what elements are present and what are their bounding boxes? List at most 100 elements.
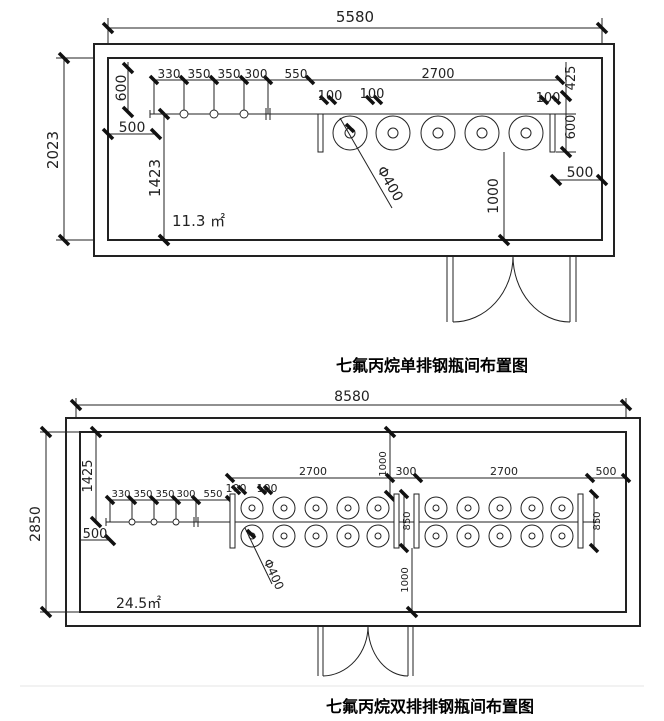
dim-tick — [588, 488, 600, 500]
dim-tick — [262, 484, 274, 496]
door-swing-right — [367, 625, 409, 677]
dim-tick — [549, 173, 563, 187]
dim-100-label: 100 — [226, 482, 247, 495]
dim-1423-label: 1423 — [146, 159, 164, 197]
door-swing-right — [512, 255, 571, 323]
cylinder-valve — [476, 127, 488, 139]
dim-tick — [554, 74, 566, 86]
cylinder-valve — [344, 532, 352, 540]
dim-tick — [497, 233, 511, 247]
dim-tick — [89, 515, 103, 529]
double-door — [446, 255, 577, 323]
dim-100-label: 100 — [257, 482, 278, 495]
dim-tick — [262, 74, 274, 86]
dim-tick — [619, 398, 633, 412]
dim-850-label: 850 — [402, 511, 413, 530]
cylinder-group-right — [424, 496, 574, 548]
dim-tick — [383, 425, 397, 439]
dim-tick — [148, 74, 160, 86]
dim-1000-top-label: 1000 — [378, 451, 389, 476]
cylinder-valve — [464, 532, 472, 540]
cylinder-rack — [413, 493, 420, 549]
pipe-dim-label: 350 — [218, 67, 241, 81]
dim-600-label: 600 — [114, 75, 130, 102]
cylinder-rack — [577, 493, 584, 549]
diameter-leader — [339, 117, 393, 209]
dim-tick — [224, 472, 236, 484]
dim-tick — [256, 484, 268, 496]
cylinder-valve — [432, 127, 444, 139]
cylinder-valve — [558, 532, 566, 540]
dim-tick — [364, 94, 376, 106]
dim-tick — [412, 472, 424, 484]
dim-1425-label: 1425 — [81, 459, 96, 492]
caption-double-row: 七氟丙烷双排排钢瓶间布置图 — [326, 697, 534, 716]
cylinder-rack-left — [317, 113, 324, 153]
caption-single-row: 七氟丙烷单排钢瓶间布置图 — [336, 356, 528, 375]
dim-tick — [405, 605, 419, 619]
dim-tick — [121, 105, 135, 119]
pipe-dim-label: 330 — [111, 489, 130, 500]
pipe-dim-label: 350 — [133, 489, 152, 500]
area-label: 24.5㎡ — [116, 596, 161, 612]
room-inner-wall — [107, 57, 603, 241]
cylinder-valve — [496, 504, 504, 512]
dim-tick — [588, 542, 600, 554]
dim-tick — [101, 127, 115, 141]
pipe-dim-label: 300 — [176, 489, 195, 500]
dim-tick — [595, 173, 609, 187]
room-inner-wall — [79, 431, 627, 613]
area-label: 11.3 ㎡ — [172, 212, 225, 230]
dim-600-right-label: 600 — [564, 115, 579, 140]
nozzle-valve — [128, 518, 136, 526]
dim-tick — [101, 21, 115, 35]
dim-tick — [39, 425, 53, 439]
dim-tick — [157, 233, 171, 247]
double-door — [317, 625, 414, 677]
dim-tick — [326, 94, 338, 106]
dim-tick — [318, 94, 330, 106]
dim-tick — [170, 494, 182, 506]
cylinder-valve — [312, 504, 320, 512]
dim-tick — [383, 489, 397, 503]
dim-500-label: 500 — [83, 527, 108, 542]
dim-tick — [372, 94, 384, 106]
dim-tick — [559, 145, 573, 159]
diameter-leader — [244, 527, 273, 585]
dim-tick — [230, 484, 242, 496]
dim-1000-bottom-label: 1000 — [400, 567, 411, 592]
dim-tick — [69, 398, 83, 412]
cylinder-valve — [528, 532, 536, 540]
dim-500-right-label: 500 — [596, 465, 617, 478]
cylinder-valve — [374, 532, 382, 540]
dim-850-label: 850 — [592, 511, 603, 530]
nozzle-valve — [179, 109, 189, 119]
dim-100-label: 100 — [318, 89, 343, 104]
cylinder-rack — [229, 493, 236, 549]
cylinder-valve — [312, 532, 320, 540]
cylinder-rack — [393, 493, 400, 549]
cylinder-group-left — [240, 496, 390, 548]
dim-2700-label: 2700 — [421, 67, 454, 82]
dim-tick — [559, 89, 573, 103]
dim-1000-label: 1000 — [486, 178, 502, 214]
dim-2700-label: 2700 — [490, 465, 518, 478]
cylinder-valve — [344, 504, 352, 512]
dim-tick — [104, 494, 116, 506]
dim-tick — [126, 494, 138, 506]
dim-tick — [39, 605, 53, 619]
dim-tick — [103, 533, 117, 547]
dim-tick — [149, 127, 163, 141]
overall-width-label: 8580 — [334, 389, 370, 405]
dim-100-label: 100 — [360, 87, 385, 102]
overall-height-label: 2023 — [44, 131, 62, 169]
dim-tick — [121, 61, 135, 75]
diagram-double-row: 8580 2850 1425 500 330 350 — [20, 389, 644, 716]
dim-500-right-label: 500 — [567, 165, 594, 181]
cylinder-valve — [558, 504, 566, 512]
pipe-dim-label: 550 — [285, 67, 308, 81]
cylinder-valve — [374, 504, 382, 512]
dim-tick — [57, 233, 71, 247]
diagram-single-row: 5580 2023 600 500 1423 — [44, 8, 615, 375]
dim-tick — [148, 494, 160, 506]
